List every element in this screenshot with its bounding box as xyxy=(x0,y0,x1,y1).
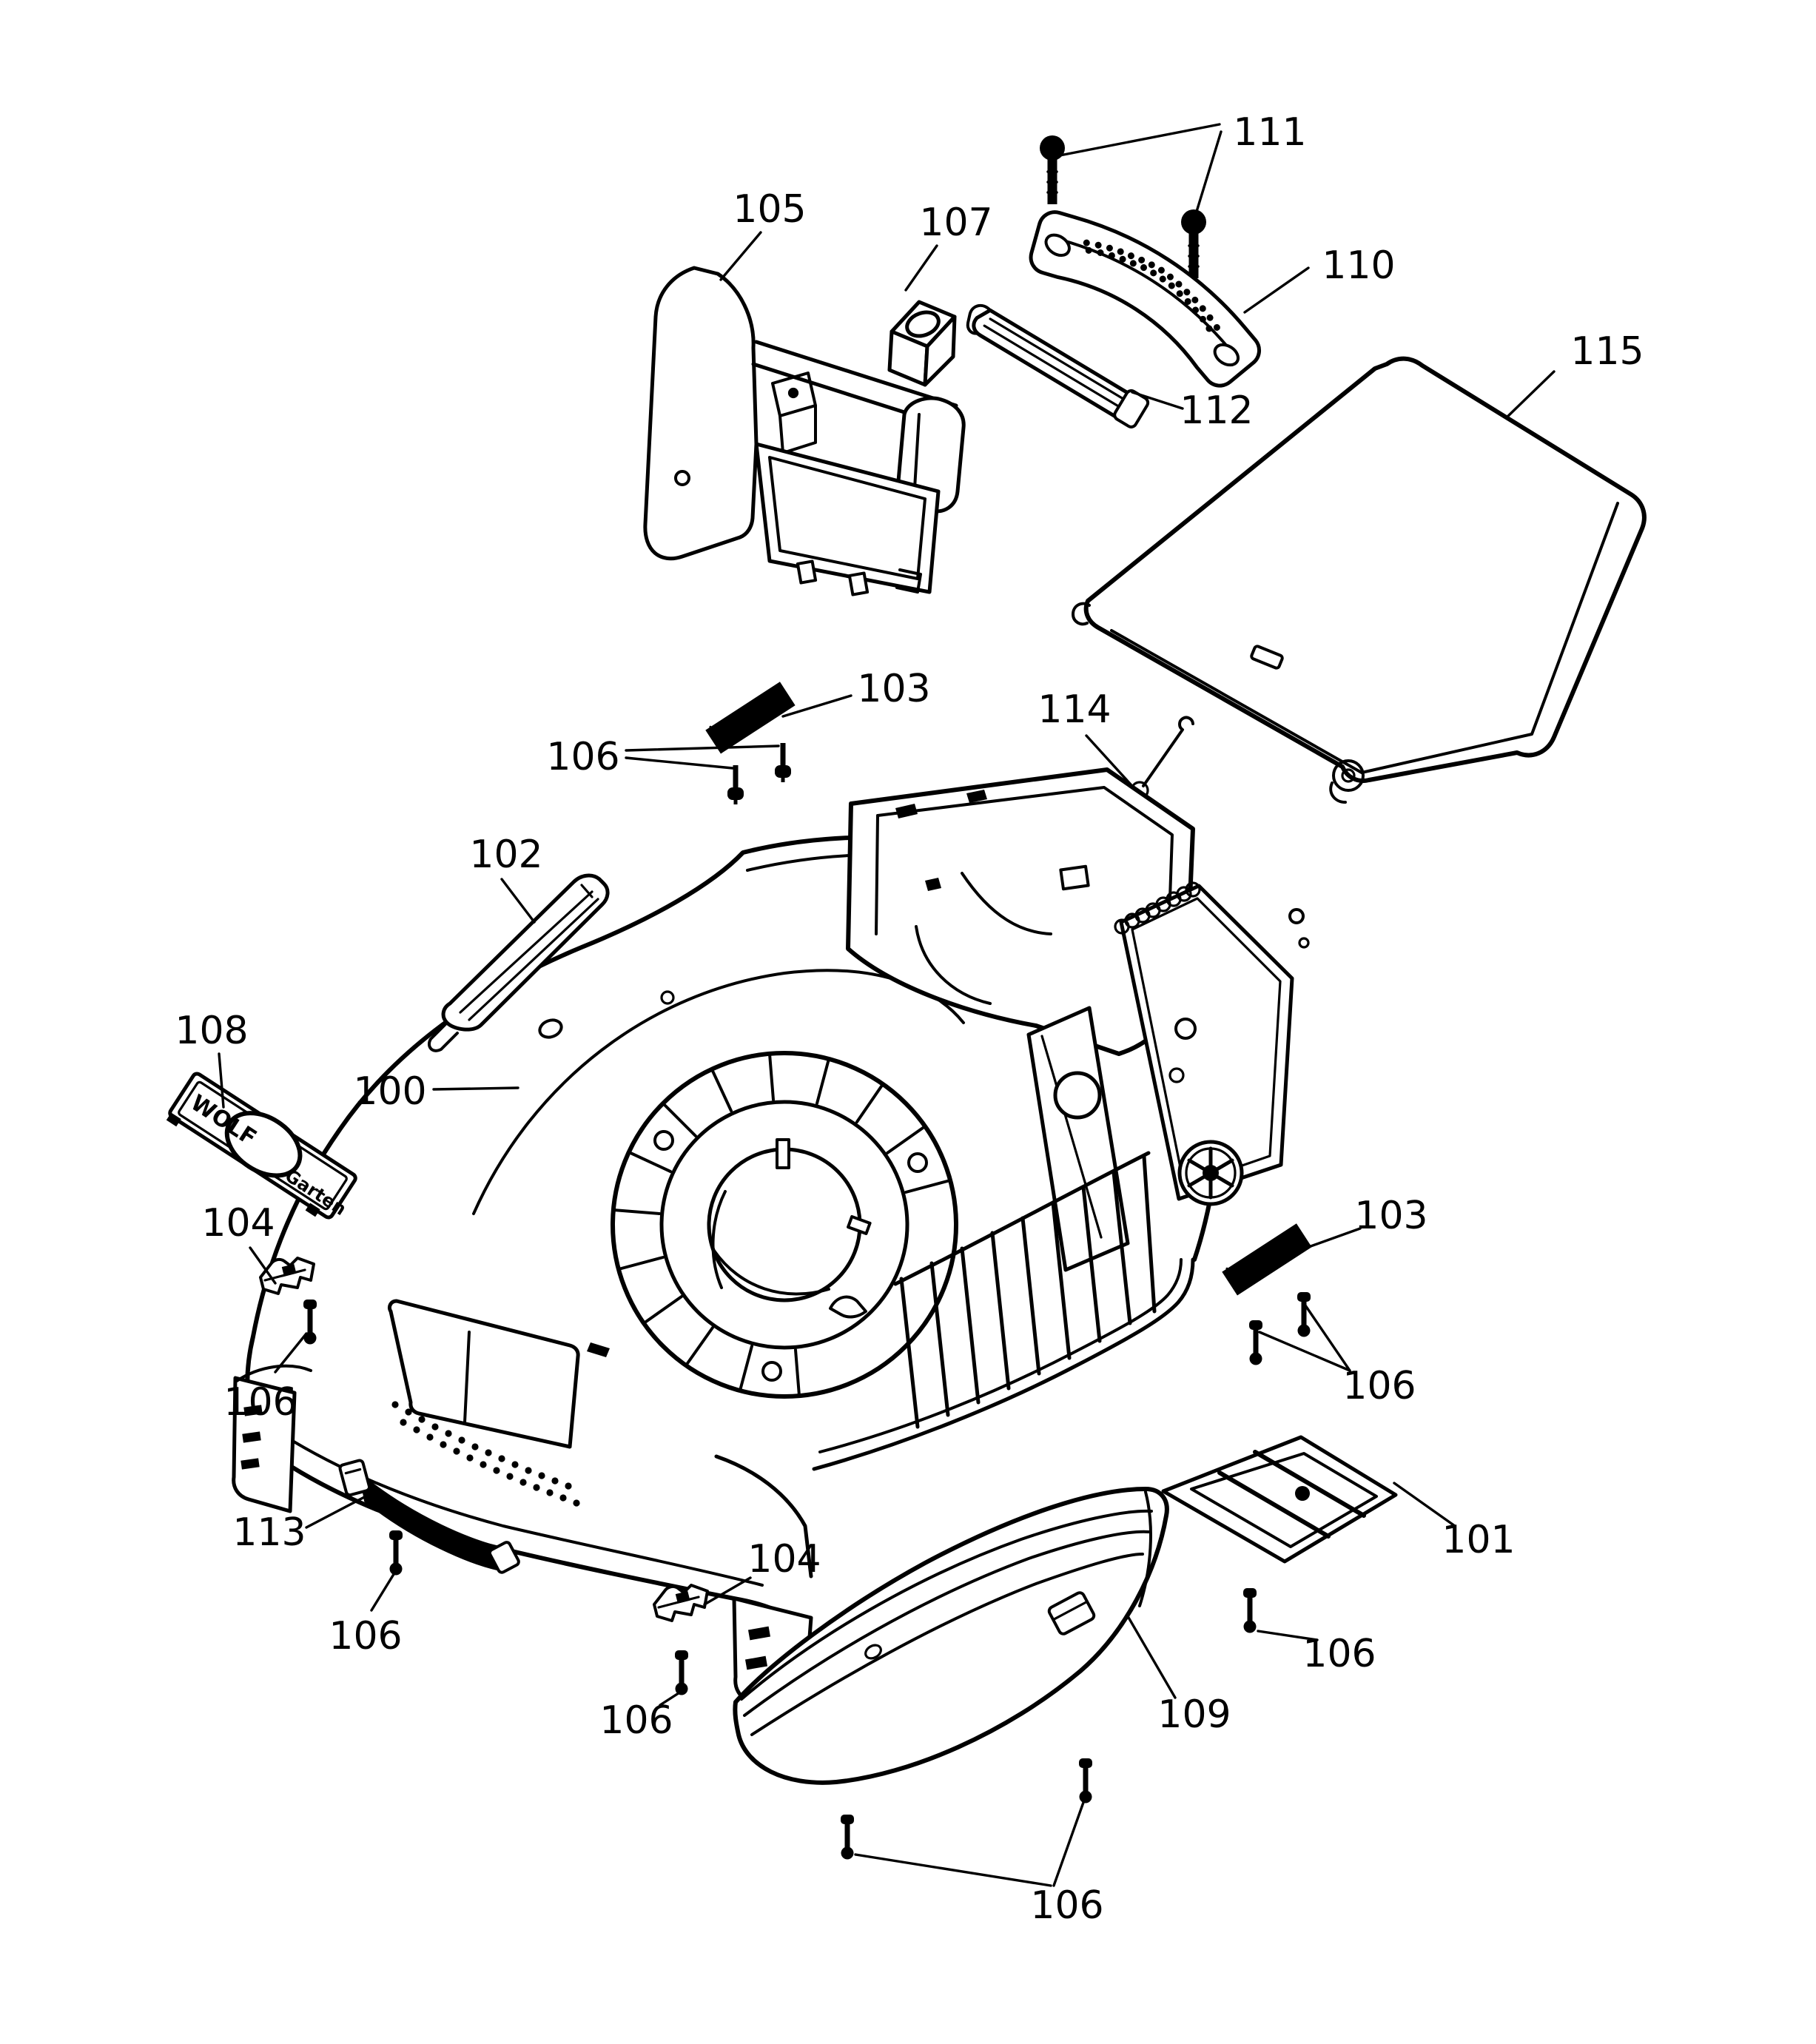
callout-leader-105 xyxy=(719,231,762,281)
callout-leader-107 xyxy=(904,244,938,292)
part-103-latch-upper xyxy=(705,682,795,753)
callout-label-106c: 106 xyxy=(1342,1364,1416,1408)
rear-adjuster-panel xyxy=(1026,881,1310,1272)
part-101-mulch-plate xyxy=(1161,1435,1398,1564)
rear-skirt-ribs xyxy=(812,1151,1195,1471)
radial-fins xyxy=(612,1052,952,1397)
part-102-trim-strip xyxy=(427,873,610,1052)
callout-leader-115 xyxy=(1505,370,1556,419)
callout-leader-114 xyxy=(1085,734,1132,786)
teeth-row xyxy=(1083,239,1220,332)
part-109-rear-bumper xyxy=(733,1487,1169,1785)
part-104-clamp-bottom xyxy=(653,1584,709,1622)
callout-leader-106d xyxy=(370,1570,397,1612)
callout-leader-106g-1 xyxy=(1052,1797,1086,1887)
callout-leader-109 xyxy=(1126,1615,1177,1699)
callout-leader-104b xyxy=(703,1576,752,1606)
callout-label-106d: 106 xyxy=(329,1614,402,1658)
screw-111-left xyxy=(1038,134,1066,206)
callout-leader-106c-1 xyxy=(1258,1331,1351,1372)
callout-label-114: 114 xyxy=(1038,688,1111,732)
part-113-grille-strip xyxy=(338,1459,520,1574)
callout-leader-106b xyxy=(274,1332,308,1374)
callout-label-115: 115 xyxy=(1570,329,1644,374)
callout-leader-106a xyxy=(625,744,780,752)
motor-box xyxy=(846,767,1195,1056)
screw-106-under-101 xyxy=(1242,1587,1257,1633)
screw-106-bottom-left xyxy=(840,1814,855,1860)
front-vent-dots xyxy=(391,1401,580,1507)
front-left-foot xyxy=(232,1364,312,1513)
callout-leader-110 xyxy=(1243,266,1310,314)
blade-housing xyxy=(611,1051,958,1399)
callout-label-102: 102 xyxy=(469,833,542,877)
callout-label-110: 110 xyxy=(1322,243,1395,288)
callout-leader-102 xyxy=(500,878,536,924)
part-104-clamp-left xyxy=(259,1257,315,1295)
callout-label-109: 109 xyxy=(1157,1692,1231,1737)
part-112-pin-strip xyxy=(966,303,1150,428)
callout-leader-111-1 xyxy=(1191,130,1223,225)
callout-leader-101 xyxy=(1393,1482,1456,1527)
screw-106-right-b xyxy=(1248,1319,1263,1365)
callout-label-106e: 106 xyxy=(1302,1632,1376,1676)
callout-label-107: 107 xyxy=(919,201,992,245)
callout-label-112: 112 xyxy=(1180,389,1253,433)
callout-leader-106a-1 xyxy=(625,756,734,770)
screw-106-under-104 xyxy=(674,1650,689,1695)
callout-leader-106f xyxy=(659,1690,682,1707)
part-107-spacer-block xyxy=(887,300,957,387)
callout-leader-106c xyxy=(1304,1304,1351,1372)
callout-label-103b: 103 xyxy=(1354,1194,1427,1238)
callout-leader-111 xyxy=(1051,123,1221,158)
callout-leader-103a xyxy=(781,694,852,718)
screw-106-upper-left xyxy=(727,765,744,804)
screw-106-right-a xyxy=(1297,1291,1311,1337)
callout-leader-108 xyxy=(218,1052,225,1109)
callout-label-111: 111 xyxy=(1233,110,1306,155)
callout-leader-103b xyxy=(1301,1227,1362,1251)
screw-106-left xyxy=(303,1299,317,1345)
callout-leader-113 xyxy=(305,1493,370,1529)
callout-label-104a: 104 xyxy=(201,1201,275,1245)
callout-leader-100 xyxy=(432,1086,519,1091)
callout-leader-112 xyxy=(1131,391,1184,410)
part-115-rear-flap xyxy=(1072,356,1647,804)
callout-label-106a: 106 xyxy=(546,735,619,779)
callout-label-113: 113 xyxy=(232,1510,306,1555)
callout-label-106f: 106 xyxy=(599,1698,673,1743)
callout-layer: 111 105 107 110 115 112 103 114 106 102 108 100 104 1… xyxy=(175,110,1644,1928)
callout-label-100: 100 xyxy=(353,1069,426,1114)
callout-label-106b: 106 xyxy=(223,1380,297,1425)
callout-leader-106g xyxy=(854,1853,1052,1887)
callout-label-104b: 104 xyxy=(747,1537,821,1581)
callout-label-106g: 106 xyxy=(1030,1883,1103,1928)
screw-106-bottom-right xyxy=(1078,1758,1093,1803)
callout-leader-106e xyxy=(1257,1630,1319,1641)
callout-label-105: 105 xyxy=(733,187,806,232)
callout-label-101: 101 xyxy=(1442,1518,1515,1562)
part-105-cover-bracket xyxy=(643,266,966,596)
callout-leader-104a xyxy=(249,1246,277,1285)
part-103-latch-right xyxy=(1222,1223,1311,1295)
part-110-hinge-bracket xyxy=(1029,210,1261,388)
callout-label-103a: 103 xyxy=(857,667,930,711)
screw-106-under-113 xyxy=(389,1530,403,1576)
part-100-deck-housing xyxy=(232,767,1310,1718)
front-recess-panel xyxy=(387,1299,610,1449)
screw-106-upper-right xyxy=(775,743,791,782)
callout-label-108: 108 xyxy=(175,1009,248,1053)
adjuster-gear xyxy=(1177,1140,1244,1206)
height-adjust-coil xyxy=(1114,881,1201,935)
